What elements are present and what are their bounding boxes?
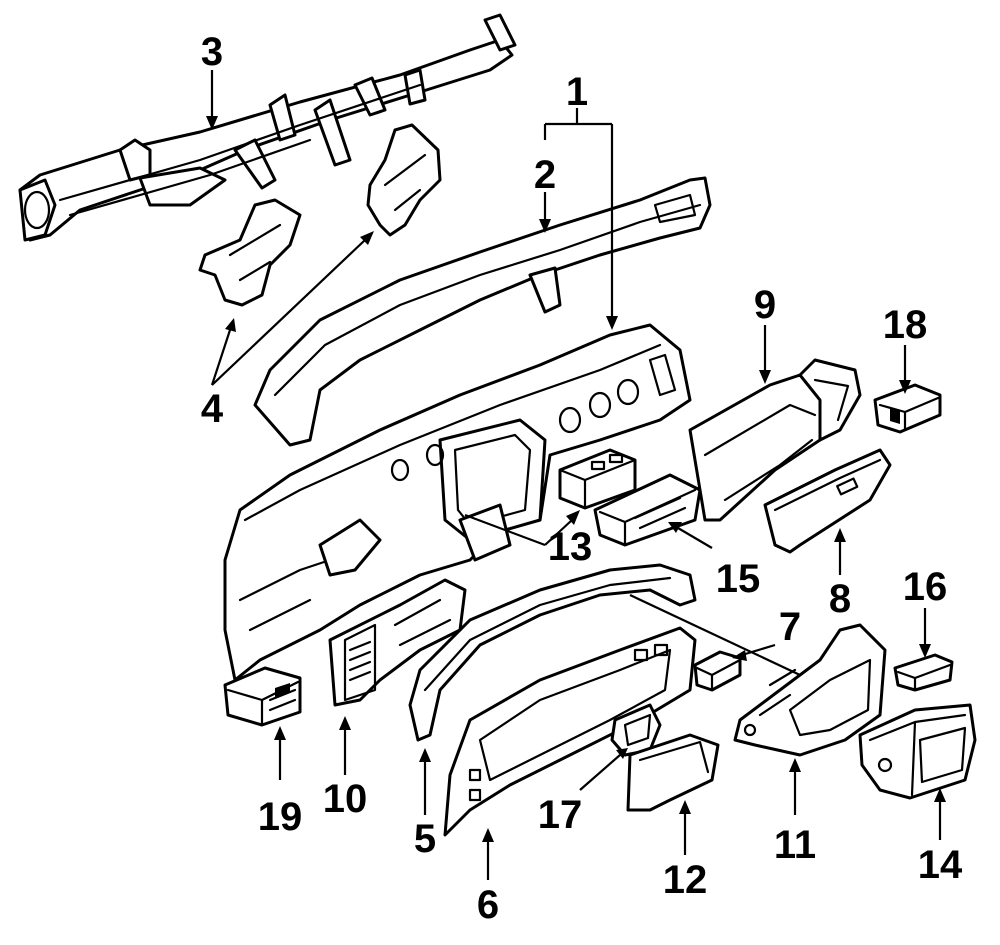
- callout-7: 7: [779, 605, 801, 649]
- part-19-side-vent: [223, 666, 302, 727]
- callout-9: 9: [754, 283, 776, 327]
- part-16-clip: [893, 653, 954, 692]
- part-2-dash-pad: [253, 176, 712, 447]
- leader-lines: [206, 70, 946, 880]
- part-10-lower-panel: [328, 578, 467, 707]
- callout-10: 10: [323, 777, 368, 821]
- part-7-small-switch: [693, 650, 742, 692]
- callout-16: 16: [903, 565, 948, 609]
- callout-18: 18: [883, 303, 928, 347]
- part-12-trim: [626, 733, 720, 812]
- part-11-center-bracket: [733, 623, 887, 757]
- callout-labels: 1 2 3 4 5 6 7 8 9 10 11 12 13 14 15 16 1…: [201, 30, 963, 927]
- callout-1: 1: [566, 70, 588, 114]
- callout-11: 11: [774, 823, 816, 867]
- part-4-brackets: [198, 123, 442, 307]
- callout-3: 3: [201, 30, 223, 74]
- part-3-cross-car-beam: [18, 13, 517, 242]
- part-1-instrument-panel: [223, 323, 692, 682]
- callout-8: 8: [829, 577, 851, 621]
- callout-14: 14: [918, 843, 963, 887]
- part-5-cluster-hood: [408, 563, 697, 742]
- callout-15: 15: [716, 557, 761, 601]
- part-14-pocket: [858, 703, 977, 800]
- callout-19: 19: [258, 795, 303, 839]
- callout-6: 6: [477, 883, 499, 927]
- callout-4: 4: [201, 387, 224, 431]
- callout-13: 13: [548, 525, 593, 569]
- part-8-glove-box-door: [763, 448, 892, 554]
- callout-5: 5: [414, 817, 436, 861]
- callout-12: 12: [663, 858, 708, 902]
- callout-17: 17: [538, 793, 583, 837]
- callout-2: 2: [534, 153, 556, 197]
- part-6-cluster-bezel: [443, 626, 697, 837]
- part-9-glove-box-upper: [688, 358, 862, 522]
- part-13-switch: [558, 448, 637, 510]
- part-18-small-vent: [873, 383, 942, 434]
